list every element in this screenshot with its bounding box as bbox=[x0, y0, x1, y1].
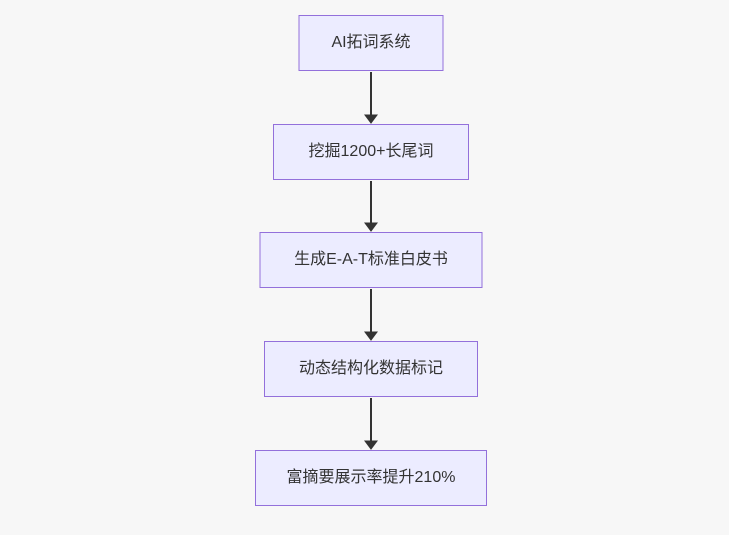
edge-arrow-2 bbox=[364, 181, 378, 232]
flow-node-longtail-mining: 挖掘1200+长尾词 bbox=[273, 124, 469, 180]
flow-node-label: AI拓词系统 bbox=[331, 34, 411, 51]
flow-node-structured-data-markup: 动态结构化数据标记 bbox=[264, 341, 478, 397]
flow-node-label: 生成E-A-T标准白皮书 bbox=[294, 251, 448, 268]
flow-node-eat-whitepaper: 生成E-A-T标准白皮书 bbox=[259, 232, 483, 288]
edge-arrow-1 bbox=[364, 72, 378, 124]
flow-node-rich-snippet-result: 富摘要展示率提升210% bbox=[255, 450, 487, 506]
edge-arrow-3 bbox=[364, 289, 378, 341]
flow-node-ai-word-system: AI拓词系统 bbox=[298, 15, 444, 71]
edge-arrow-4 bbox=[364, 398, 378, 450]
flow-node-label: 动态结构化数据标记 bbox=[298, 360, 443, 377]
flow-node-label: 富摘要展示率提升210% bbox=[286, 469, 456, 486]
flow-node-label: 挖掘1200+长尾词 bbox=[308, 143, 434, 160]
